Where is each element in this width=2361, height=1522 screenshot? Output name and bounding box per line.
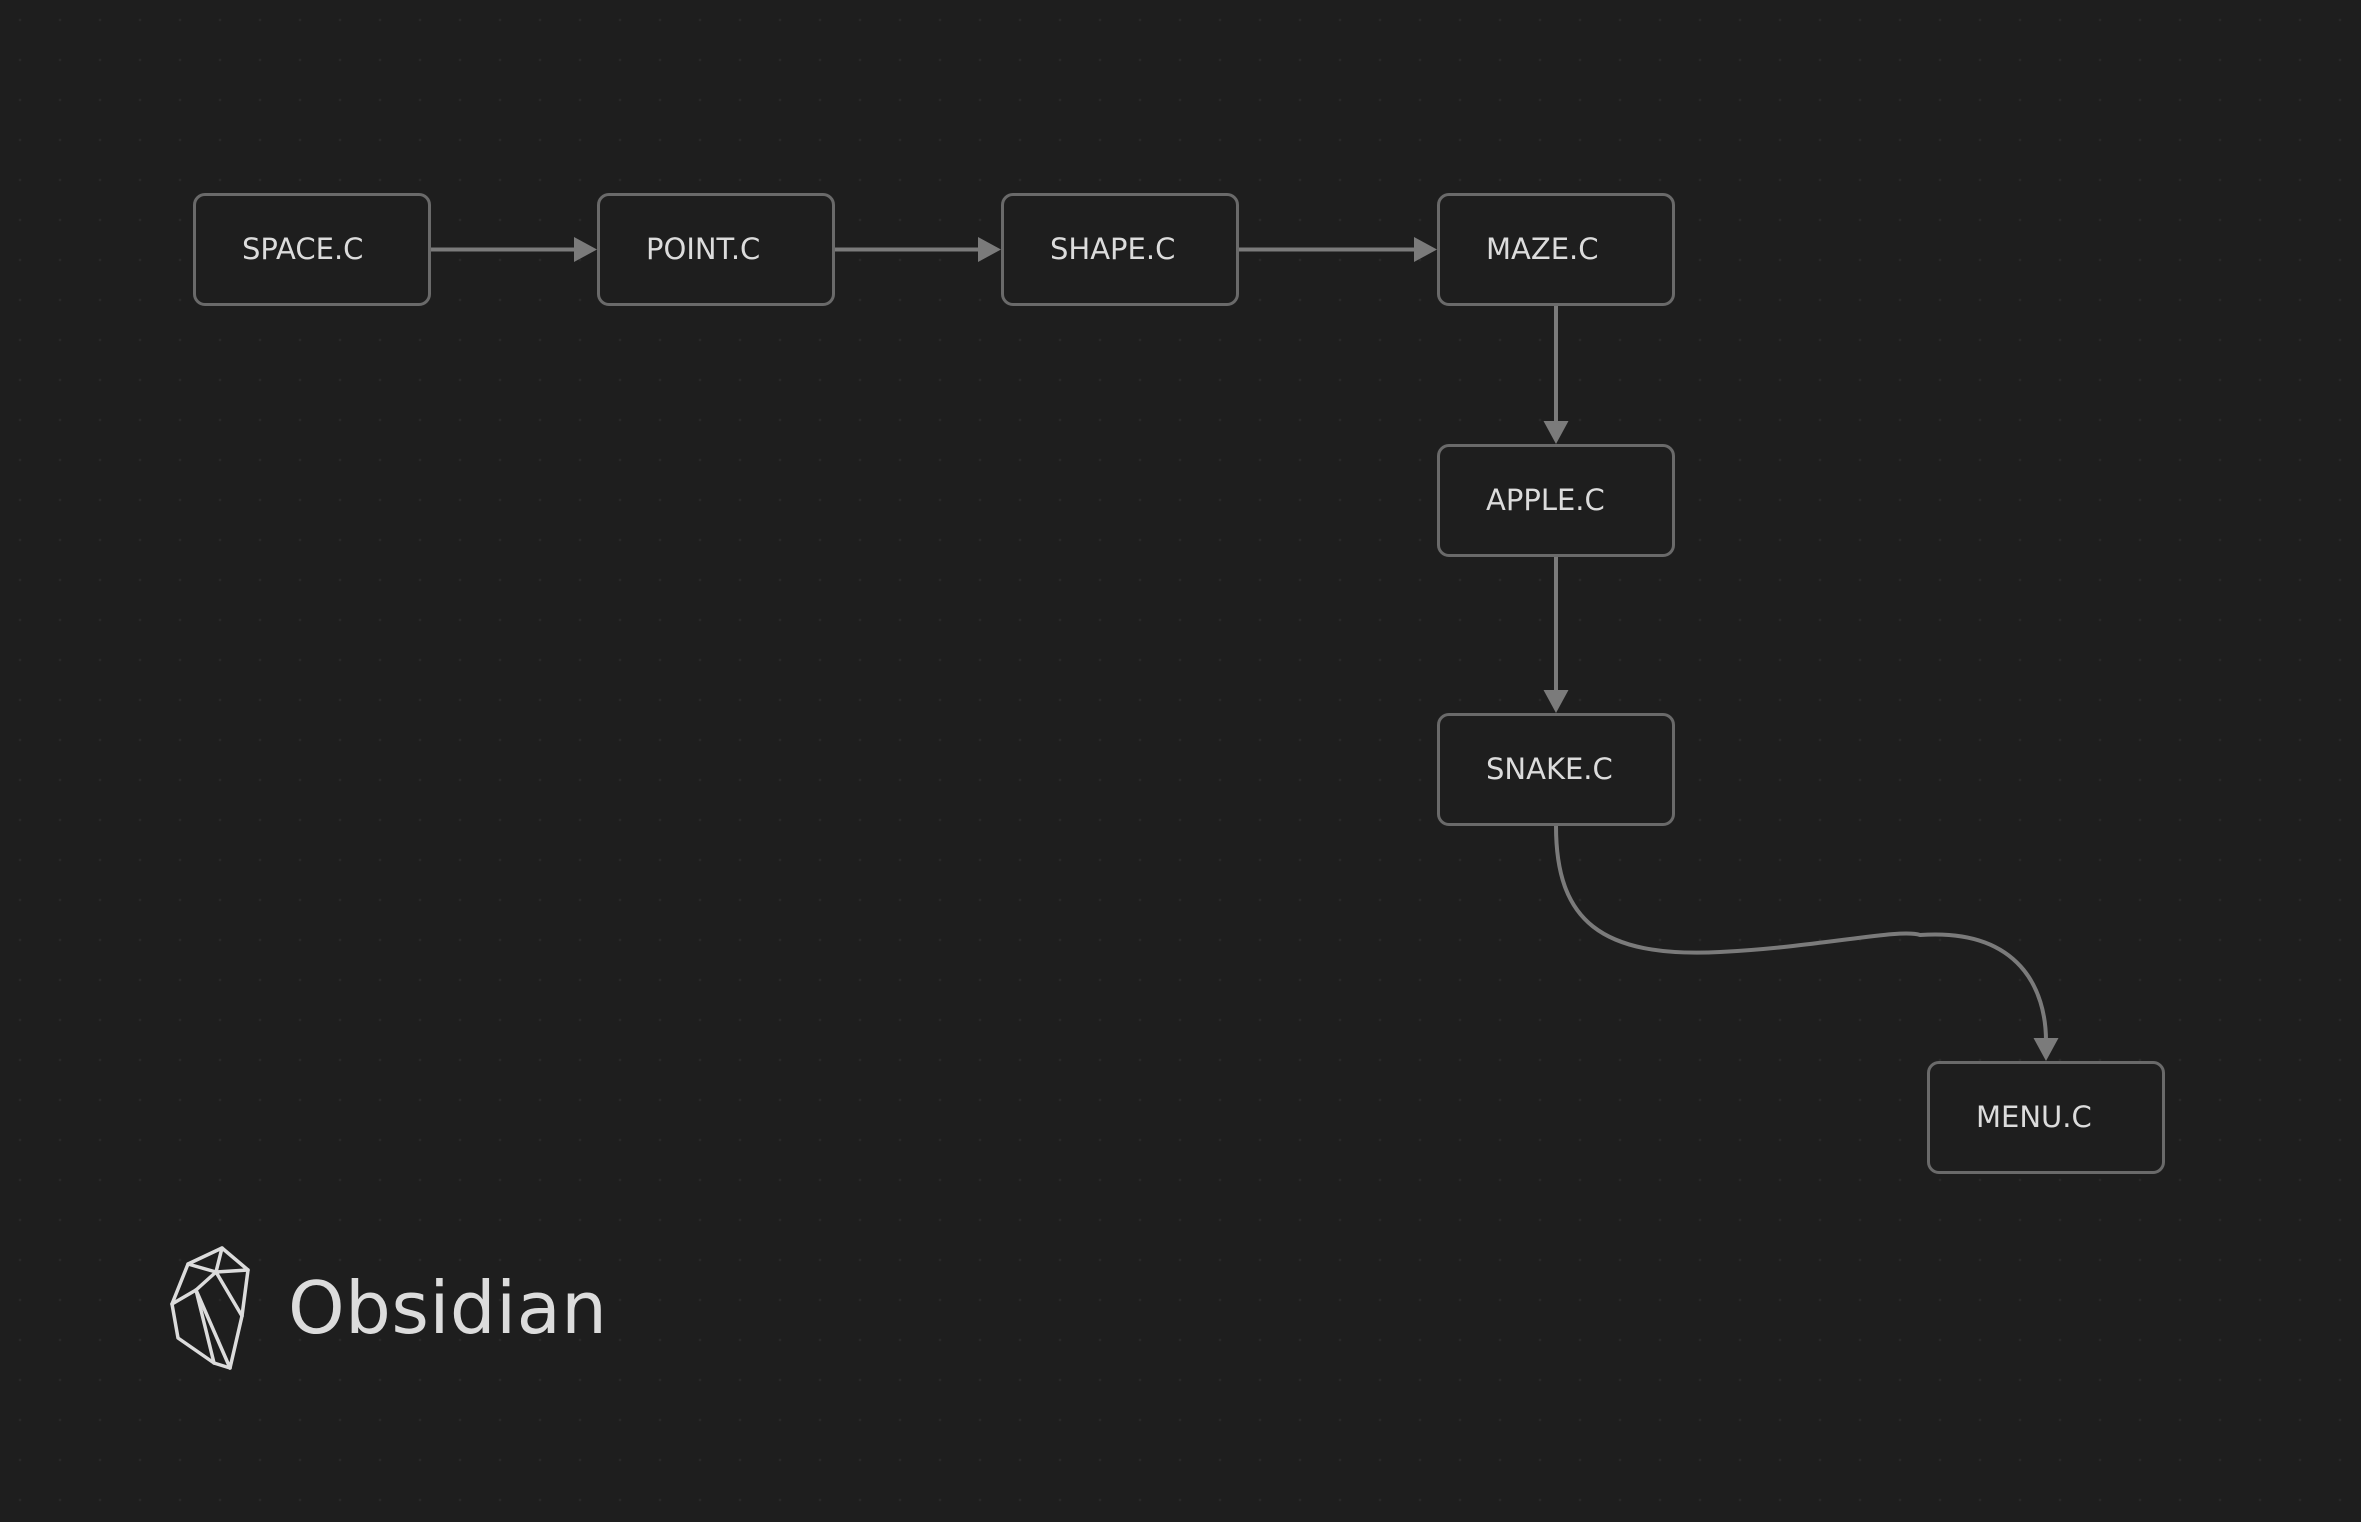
node-label: APPLE.C xyxy=(1486,483,1605,517)
node-label: SNAKE.C xyxy=(1486,752,1613,786)
edge-space-to-point xyxy=(431,237,597,262)
edge-shape-to-maze xyxy=(1239,237,1437,262)
node-menu-c[interactable]: MENU.C xyxy=(1927,1061,2165,1174)
node-label: SHAPE.C xyxy=(1050,232,1176,266)
node-label: MAZE.C xyxy=(1486,232,1599,266)
brand-watermark: Obsidian xyxy=(170,1245,607,1370)
node-point-c[interactable]: POINT.C xyxy=(597,193,835,306)
edge-snake-to-menu xyxy=(1554,825,2059,1061)
edge-apple-to-snake xyxy=(1543,557,1569,713)
brand-name: Obsidian xyxy=(288,1265,608,1350)
node-maze-c[interactable]: MAZE.C xyxy=(1437,193,1675,306)
edge-maze-to-apple xyxy=(1543,306,1569,444)
node-apple-c[interactable]: APPLE.C xyxy=(1437,444,1675,557)
node-shape-c[interactable]: SHAPE.C xyxy=(1001,193,1239,306)
node-space-c[interactable]: SPACE.C xyxy=(193,193,431,306)
node-label: SPACE.C xyxy=(242,232,364,266)
node-label: POINT.C xyxy=(646,232,761,266)
obsidian-logo-icon xyxy=(170,1245,254,1370)
node-snake-c[interactable]: SNAKE.C xyxy=(1437,713,1675,826)
node-label: MENU.C xyxy=(1976,1100,2092,1134)
edge-point-to-shape xyxy=(835,237,1001,262)
